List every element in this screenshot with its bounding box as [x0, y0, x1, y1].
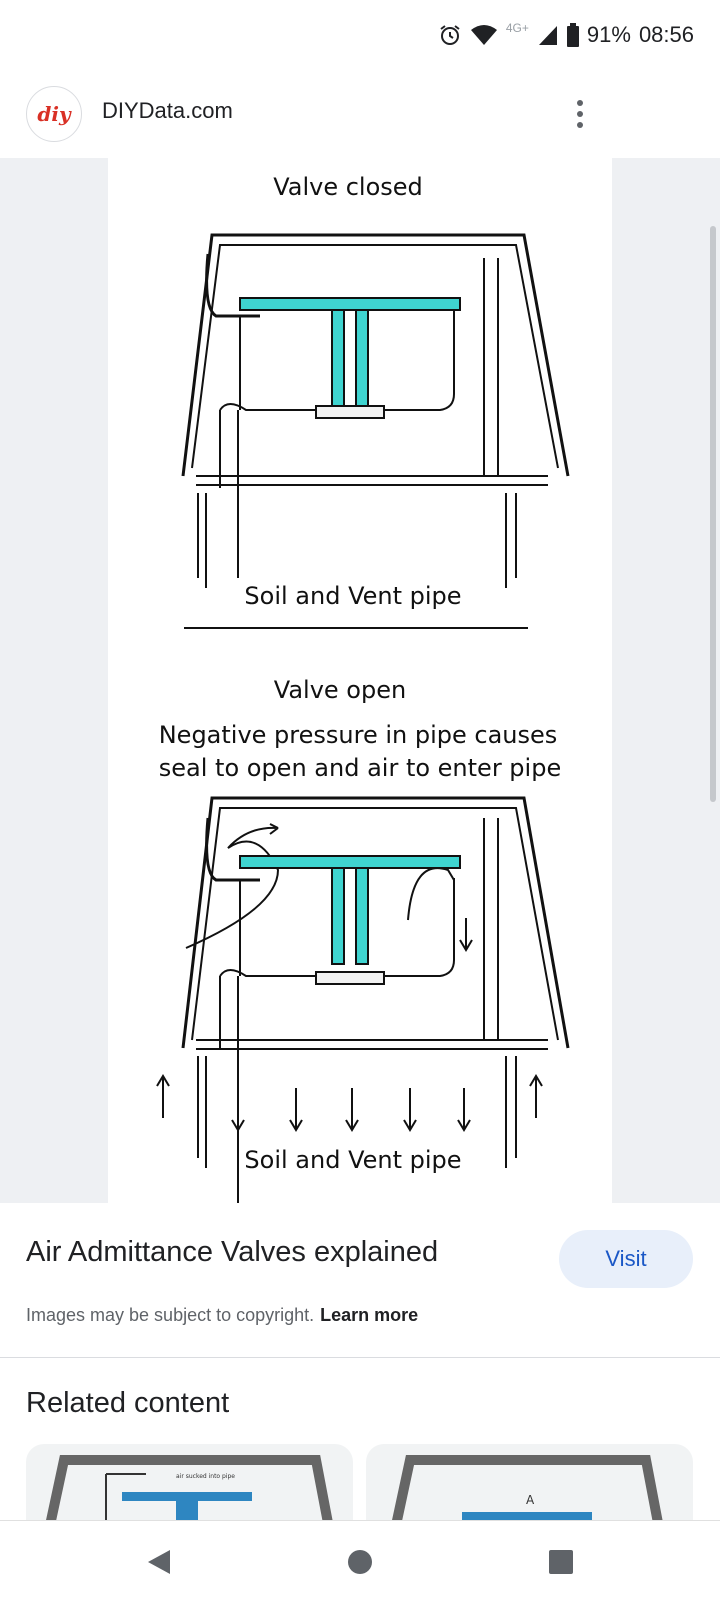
closed-seal-disc [239, 297, 461, 311]
related-heading: Related content [26, 1387, 230, 1419]
site-name[interactable]: DIYData.com [102, 98, 233, 123]
related-card-1-caption: air sucked into pipe [176, 1473, 235, 1480]
result-title[interactable]: Air Admittance Valves explained [26, 1236, 439, 1268]
section-divider [0, 1357, 720, 1358]
open-seal-stem [331, 867, 345, 965]
related-card-2-label: A [526, 1493, 535, 1507]
more-vert-dot [577, 111, 583, 117]
closed-seal-stem [331, 309, 345, 407]
system-nav-bar [0, 1520, 720, 1600]
network-type-label: 4G+ [505, 21, 529, 35]
more-vert-dot [577, 122, 583, 128]
clock: 08:56 [638, 22, 694, 47]
wifi-icon [470, 25, 497, 45]
diagram-image: Valve closed Soil and Vent pipe [108, 158, 612, 1203]
valve-closed-figure [181, 233, 570, 629]
site-logo[interactable]: diy [26, 86, 82, 142]
battery-icon [566, 23, 579, 47]
scrollbar-thumb[interactable] [710, 226, 716, 802]
home-button[interactable] [343, 1545, 377, 1579]
visit-button[interactable]: Visit [559, 1230, 693, 1288]
status-icons: 4G+ 91% 08:56 [438, 20, 694, 50]
home-icon [348, 1550, 372, 1574]
learn-more-link[interactable]: Learn more [320, 1305, 419, 1325]
open-seal-stem [355, 867, 369, 965]
valve-open-subcaption-1: Negative pressure in pipe causes [159, 721, 558, 749]
open-pipe-label: Soil and Vent pipe [244, 1146, 461, 1174]
closed-seal-stem [355, 309, 369, 407]
back-button[interactable] [142, 1545, 176, 1579]
signal-icon [538, 26, 557, 45]
alarm-icon [440, 25, 460, 45]
copyright-text: Images may be subject to copyright. [26, 1305, 315, 1325]
battery-percent: 91% [586, 22, 631, 47]
more-vert-icon [577, 100, 583, 106]
valve-diagram: Valve closed Soil and Vent pipe [156, 173, 570, 1203]
valve-closed-caption: Valve closed [273, 173, 423, 201]
copyright-notice: Images may be subject to copyright.Learn… [26, 1305, 418, 1326]
valve-open-subcaption-2: seal to open and air to enter pipe [159, 754, 561, 782]
recents-button[interactable] [544, 1545, 578, 1579]
recents-icon [549, 1550, 573, 1574]
more-options-button[interactable] [560, 92, 600, 136]
image-preview[interactable]: Valve closed Soil and Vent pipe [0, 158, 720, 1203]
back-icon [148, 1550, 170, 1574]
site-header: diy DIYData.com [0, 70, 720, 158]
status-bar: 4G+ 91% 08:56 [0, 0, 720, 70]
open-seal-disc [239, 855, 461, 869]
valve-open-figure [156, 796, 570, 1203]
closed-pipe-label: Soil and Vent pipe [244, 582, 461, 610]
related-thumbnail-2: A [387, 1455, 667, 1544]
valve-open-caption: Valve open [274, 676, 406, 704]
